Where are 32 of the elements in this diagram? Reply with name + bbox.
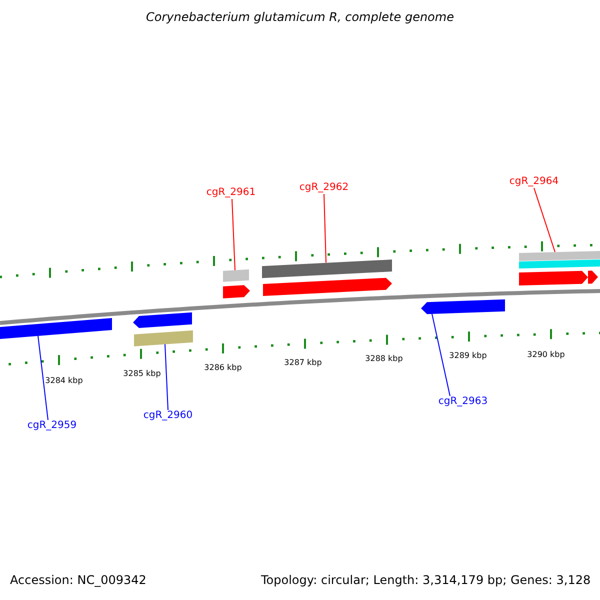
leader-line (324, 194, 326, 264)
gene-label: cgR_2964 (509, 176, 559, 188)
gene-block (133, 312, 192, 328)
title: Corynebacterium glutamicum R, complete genome (145, 10, 455, 24)
footer-text: Accession: NC_009342 (10, 573, 146, 587)
gene-bar (0, 318, 112, 340)
leader-line (432, 313, 450, 396)
scale-label: 3286 kbp (204, 363, 242, 373)
gene-bar (134, 330, 193, 346)
leader-line (232, 198, 236, 271)
scale-label: 3289 kbp (449, 351, 487, 361)
gene-block (421, 299, 505, 314)
gene-bar (519, 260, 600, 268)
leader-line (534, 188, 556, 252)
scale-label: 3284 kbp (45, 376, 83, 386)
gene-bar (223, 269, 249, 282)
scale-label: 3290 kbp (527, 350, 565, 360)
scale-label: 3287 kbp (284, 358, 322, 368)
gene-label: cgR_2963 (438, 396, 488, 408)
gene-bar (262, 260, 392, 278)
gene-label: cgR_2960 (143, 410, 193, 422)
gene-bar (519, 251, 600, 261)
leader-line (164, 344, 168, 410)
gene-block (223, 285, 250, 298)
leader-line (38, 335, 48, 420)
scale-label: 3285 kbp (123, 369, 161, 379)
scale-label: 3288 kbp (365, 354, 403, 364)
gene-label: cgR_2961 (206, 187, 256, 199)
gene-block (263, 278, 392, 296)
gene-label: cgR_2962 (299, 182, 349, 194)
gene-label: cgR_2959 (27, 420, 77, 432)
footer-text: Topology: circular; Length: 3,314,179 bp; Genes: 3,128 (261, 573, 591, 587)
